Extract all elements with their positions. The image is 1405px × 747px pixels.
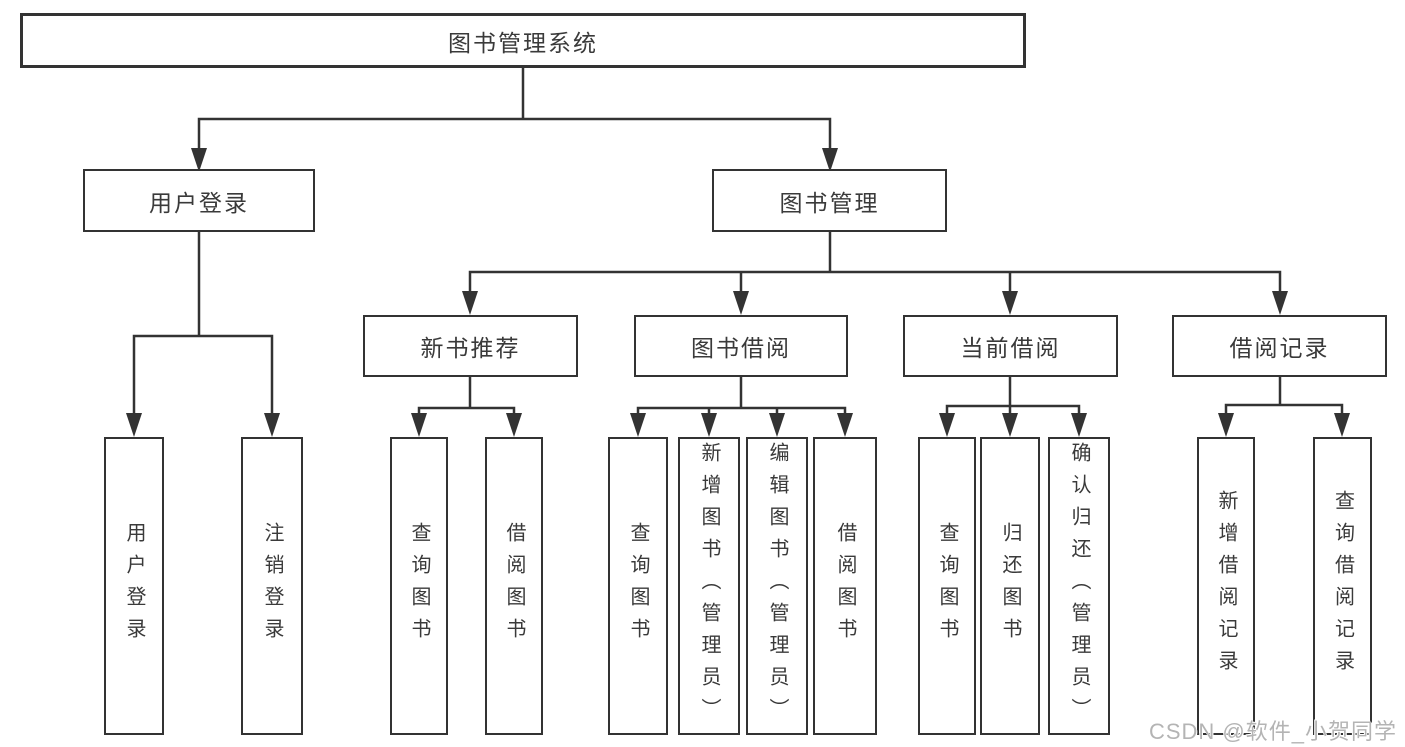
node-label: 用户登录 [149, 189, 249, 216]
node-label: 确认归还（管理员） [1068, 442, 1090, 730]
node-label: 借阅图书 [834, 522, 856, 650]
node-label: 查询图书 [627, 522, 649, 650]
node-label: 新书推荐 [420, 335, 521, 361]
leaf-edit-book-admin: 编辑图书（管理员） [746, 437, 808, 735]
node-new-book-recommend: 新书推荐 [363, 315, 578, 377]
node-label: 借阅图书 [503, 522, 525, 650]
node-label: 注销登录 [261, 522, 283, 650]
node-current-borrowing: 当前借阅 [903, 315, 1118, 377]
leaf-query-book-current: 查询图书 [918, 437, 976, 735]
node-label: 图书管理 [779, 189, 880, 216]
leaf-query-borrow-record: 查询借阅记录 [1313, 437, 1372, 735]
leaf-borrow-book-recommend: 借阅图书 [485, 437, 543, 735]
leaf-user-login: 用户登录 [104, 437, 164, 735]
node-label: 新增借阅记录 [1215, 490, 1237, 682]
node-borrowing-records: 借阅记录 [1172, 315, 1387, 377]
leaf-logout: 注销登录 [241, 437, 303, 735]
node-library-management-system: 图书管理系统 [20, 13, 1026, 68]
node-label: 借阅记录 [1229, 335, 1330, 361]
leaf-query-book-recommend: 查询图书 [390, 437, 448, 735]
node-label: 图书管理系统 [448, 29, 598, 56]
node-label: 用户登录 [123, 522, 145, 650]
leaf-query-book-borrow: 查询图书 [608, 437, 668, 735]
node-label: 查询图书 [936, 522, 958, 650]
node-label: 图书借阅 [691, 335, 791, 361]
node-label: 归还图书 [999, 522, 1021, 650]
node-label: 当前借阅 [960, 335, 1061, 361]
node-label: 查询借阅记录 [1331, 490, 1354, 682]
node-label: 查询图书 [408, 522, 430, 650]
node-label: 新增图书（管理员） [698, 442, 720, 730]
node-label: 编辑图书（管理员） [766, 442, 788, 730]
csdn-watermark: CSDN @软件_小贺同学 [1148, 719, 1397, 744]
node-user-login: 用户登录 [83, 169, 315, 232]
node-book-management: 图书管理 [712, 169, 947, 232]
leaf-confirm-return-admin: 确认归还（管理员） [1048, 437, 1110, 735]
leaf-borrow-book: 借阅图书 [813, 437, 877, 735]
leaf-add-borrow-record: 新增借阅记录 [1197, 437, 1255, 735]
leaf-return-book: 归还图书 [980, 437, 1040, 735]
leaf-add-book-admin: 新增图书（管理员） [678, 437, 740, 735]
arrowheads [126, 148, 1350, 437]
node-book-borrowing: 图书借阅 [634, 315, 848, 377]
